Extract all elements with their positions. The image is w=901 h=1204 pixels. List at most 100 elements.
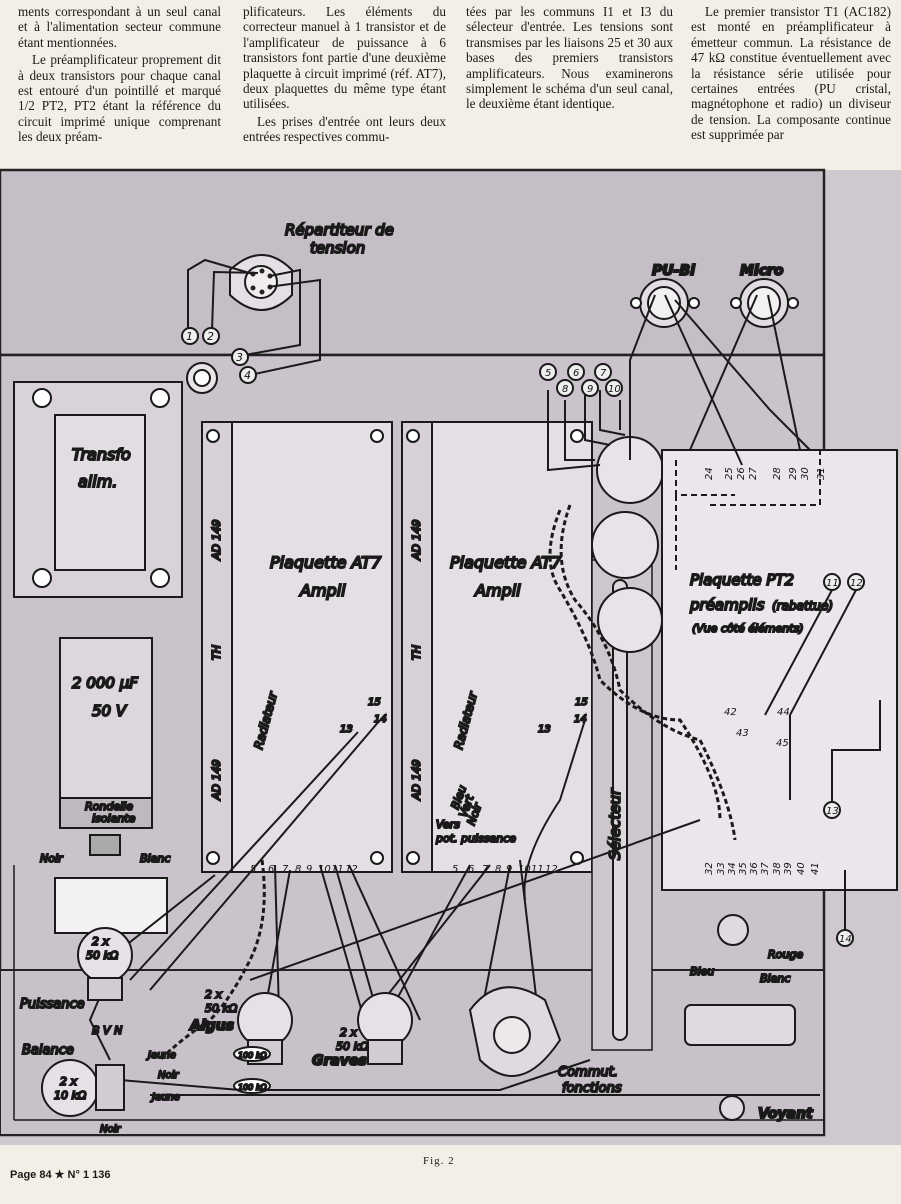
pu-bi-socket: PU-Bi: [630, 262, 700, 328]
pot-balance: 2 x 10 kΩ Balance Jaune Noir Jaune Noir: [21, 1042, 181, 1136]
resistor-label: 100 kΩ: [238, 1051, 267, 1060]
pot-value-2: 50 kΩ: [86, 949, 119, 962]
to-pot-label: Vers: [436, 818, 460, 831]
board-subtitle: Ampli: [474, 581, 521, 600]
pot-graves: 2 x 50 kΩ Graves: [311, 992, 413, 1070]
board-subtitle: Ampli: [299, 581, 346, 600]
bvn-label: B V N: [92, 1024, 122, 1037]
voyant-label: Voyant: [758, 1106, 814, 1122]
pot-value: 2 x: [92, 935, 109, 948]
transistor-label: AD 149: [410, 520, 423, 562]
repartiteur-label-2: tension: [310, 239, 365, 257]
pt2-pin: 28: [772, 467, 783, 480]
at7-board-1: Plaquette AT7 Ampli AD 149 AD 149 TH Rad…: [201, 421, 393, 873]
wire-rouge: Rouge: [768, 948, 803, 961]
terminal-4: 4: [244, 369, 251, 382]
pt2-pin: 29: [788, 467, 799, 480]
pt2-pin: 37: [760, 862, 771, 875]
capacitor: 2 000 µF 50 V Rondelle isolante Noir Bla…: [39, 637, 171, 866]
aigus-label: Aigus: [189, 1018, 234, 1034]
terminal-9: 9: [587, 384, 593, 395]
voltage-selector: [229, 254, 293, 311]
pot-value-2: 50 kΩ: [336, 1040, 369, 1053]
pin-label: 10: [518, 864, 531, 875]
pt2-pin: 36: [749, 862, 760, 875]
pt2-pin: 40: [796, 862, 807, 875]
indicator-lamp: Voyant: [719, 1095, 815, 1123]
pin-15: 15: [575, 697, 588, 708]
pt2-pin: 24: [704, 467, 715, 480]
transistor-label: AD 149: [210, 760, 223, 802]
pt2-pin: 27: [748, 467, 759, 480]
terminal-6: 6: [573, 368, 579, 379]
at7-board-2: Plaquette AT7 Ampli AD 149 AD 149 TH Rad…: [401, 421, 593, 873]
pt2-pin: 42: [724, 707, 737, 718]
pt2-note: (rabattue): [772, 599, 833, 613]
pin-15: 15: [368, 697, 381, 708]
transfo-label-2: alim.: [78, 472, 117, 491]
paragraph: plificateurs. Les éléments du correcteur…: [243, 4, 446, 112]
pin-label: 9: [306, 864, 312, 875]
pt2-board: Plaquette PT2 préamplis (rabattue) (Vue …: [661, 449, 898, 891]
pot-puissance: 2 x 50 kΩ Puissance B V N: [19, 927, 133, 1038]
paragraph: tées par les communs I1 et I3 du sélecte…: [466, 4, 673, 112]
micro-label: Micro: [740, 263, 784, 279]
pu-bi-label: PU-Bi: [652, 263, 695, 279]
wire-blanc: Blanc: [140, 852, 170, 865]
terminal-11: 11: [826, 578, 839, 589]
pin-label: 5: [452, 864, 458, 875]
pt2-pin: 32: [704, 862, 715, 875]
graves-label: Graves: [312, 1053, 367, 1069]
paragraph: Le premier transistor T1 (AC182) est mon…: [691, 4, 891, 143]
capacitor-value: 2 000 µF: [72, 674, 138, 692]
terminal-10: 10: [608, 384, 621, 395]
wire-jaune: Jaune: [146, 1050, 176, 1061]
pt2-note-2: (Vue côté éléments): [692, 622, 804, 635]
terminal-3: 3: [236, 351, 243, 364]
pin-label: 11: [331, 864, 344, 875]
terminal-1: 1: [186, 330, 193, 343]
pt2-pin: 33: [716, 862, 727, 875]
pot-value: 2 x: [60, 1075, 77, 1088]
washer-label: Rondelle: [85, 800, 133, 813]
pt2-title: Plaquette PT2: [690, 571, 794, 589]
terminal-14: 14: [839, 934, 852, 945]
wire-noir: Noir: [100, 1124, 121, 1135]
terminal-5: 5: [545, 368, 551, 379]
function-switch: Commut. fonctions: [468, 986, 623, 1097]
board-title: Plaquette AT7: [450, 553, 562, 572]
balance-label: Balance: [22, 1043, 74, 1058]
pin-label: 8: [495, 864, 501, 875]
pt2-pin: 34: [727, 862, 738, 875]
pt2-pin: 31: [816, 467, 827, 480]
transfo-label: Transfo: [72, 445, 131, 464]
page-folio: Page 84 ★ N° 1 136: [10, 1169, 111, 1181]
pot-aigus: 2 x 50 kΩ Aigus 100 kΩ 100 kΩ: [188, 987, 293, 1094]
pot-value-2: 10 kΩ: [54, 1089, 87, 1102]
wire-jaune: Jaune: [150, 1092, 180, 1103]
capacitor-voltage: 50 V: [92, 702, 128, 720]
board-title: Plaquette AT7: [270, 553, 382, 572]
pin-label: 6: [468, 864, 474, 875]
terminal-circles: [181, 327, 257, 384]
paragraph: ments correspondant à un seul canal et à…: [18, 4, 221, 50]
pin-label: 10: [318, 864, 331, 875]
pt2-pin: 35: [738, 862, 749, 875]
commut-label: Commut.: [558, 1065, 618, 1080]
wire-blanc: Blanc: [760, 972, 790, 985]
pt2-pin: 45: [776, 738, 789, 749]
figure-caption: Fig. 2: [423, 1155, 455, 1167]
transistor-label: AD 149: [410, 760, 423, 802]
pin-label: 11: [531, 864, 544, 875]
wiring-diagram: Répartiteur de tension 1 2 3 4 Transfo a…: [0, 168, 901, 1145]
repartiteur-label: Répartiteur de: [285, 221, 394, 239]
paragraph: Le préamplificateur proprement dit à deu…: [18, 52, 221, 145]
commut-label-2: fonctions: [562, 1081, 622, 1096]
puissance-label: Puissance: [20, 997, 85, 1012]
transistor-label: AD 149: [210, 520, 223, 562]
pt2-pin: 26: [736, 467, 747, 480]
pt2-pin: 43: [736, 728, 749, 739]
terminal-7: 7: [600, 368, 607, 379]
pot-value: 2 x: [340, 1026, 357, 1039]
